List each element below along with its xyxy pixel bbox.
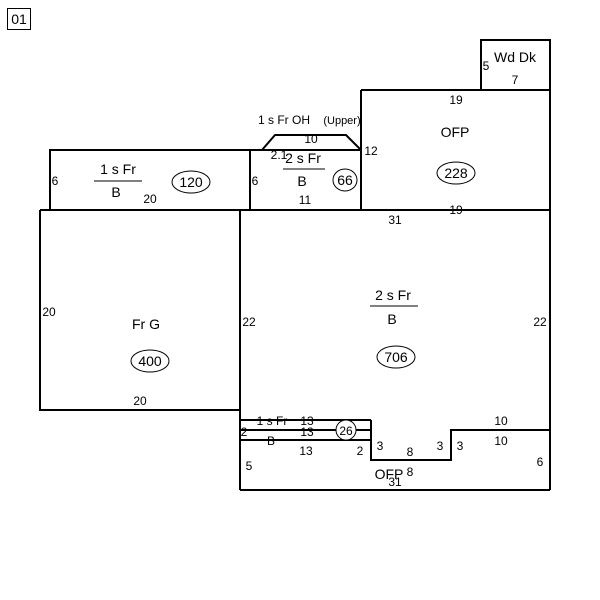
walls — [39, 39, 551, 491]
one-story-frame-bottom-dim: 20 — [143, 192, 157, 206]
ofp-lower-label: OFP — [375, 466, 404, 482]
ofp-upper-area: OFP 228 19 19 — [436, 93, 476, 217]
ofp-lower-upper-dim: 10 — [494, 414, 508, 428]
small-two-story-area-value: 66 — [337, 172, 353, 188]
small-two-story-bottom-dim: 11 — [299, 193, 312, 207]
ofp-lower-left-dim: 5 — [246, 459, 253, 473]
main-two-story-base: B — [387, 311, 396, 327]
ofp-upper-label: OFP — [441, 124, 470, 140]
wood-deck-bottom-dim: 7 — [512, 73, 519, 87]
one-story-frame-base: B — [111, 184, 120, 200]
ofp-lower-area-value: 8 — [407, 465, 414, 479]
ofp-lower-area: 31 OFP 8 5 6 3 8 3 3 10 10 — [246, 414, 544, 489]
small-two-story-frame-area: 2 s Fr B 66 6 11 12 — [252, 144, 378, 207]
bump-left-dim: 2 — [241, 425, 248, 439]
ofp-upper-area-oval — [436, 161, 476, 185]
ofp-lower-step-dim-b: 3 — [437, 439, 444, 453]
main-two-story-frame-area: 2 s Fr B 706 31 22 — [370, 213, 547, 369]
frame-garage-right-dim: 22 — [242, 315, 256, 329]
ofp-lower-width-dim: 8 — [407, 445, 414, 459]
frame-garage-area-value: 400 — [138, 353, 162, 369]
small-two-story-label: 2 s Fr — [285, 150, 321, 166]
garage-outline — [39, 210, 240, 411]
main-two-story-right-dim: 22 — [533, 315, 547, 329]
ofp-lower-bottom-dim: 31 — [388, 475, 402, 489]
bump-area-oval — [335, 419, 357, 441]
small-two-story-area-oval — [332, 168, 358, 192]
overhang-note: (Upper) — [323, 115, 360, 127]
ofp-lower-step-outline — [370, 420, 550, 461]
one-story-frame-label: 1 s Fr — [100, 161, 136, 177]
main-two-story-area-value: 706 — [384, 349, 408, 365]
frame-garage-area: Fr G 400 20 20 22 — [42, 305, 256, 408]
frame-garage-left-dim: 20 — [42, 305, 56, 319]
wood-deck-left-dim: 5 — [483, 59, 490, 73]
bump-right-dim: 2 — [357, 444, 364, 458]
small-two-story-base: B — [297, 173, 306, 189]
ofp-lower-step-dim-c: 3 — [457, 439, 464, 453]
one-story-bump-area: 1 s Fr B 26 13 13 13 2 2 — [241, 414, 364, 458]
bump-top-dim-a: 13 — [300, 414, 314, 428]
wood-deck-label: Wd Dk — [494, 49, 537, 65]
main-two-story-area-oval — [376, 345, 416, 369]
ofp-upper-bottom-dim: 19 — [449, 203, 463, 217]
main-two-story-label: 2 s Fr — [375, 287, 411, 303]
one-story-frame-outline — [49, 149, 251, 210]
ofp-upper-area-value: 228 — [444, 165, 468, 181]
frame-garage-label: Fr G — [132, 316, 160, 332]
wood-deck-outline — [480, 39, 551, 90]
ofp-lower-top-dim: 10 — [494, 434, 508, 448]
overhang-label: 1 s Fr OH — [258, 113, 310, 127]
small-two-story-right-dim: 12 — [364, 144, 378, 158]
bump-base-label: B — [267, 434, 275, 448]
overhang-side-dim: 2.1 — [271, 148, 288, 162]
main-two-story-top-dim: 31 — [388, 213, 402, 227]
one-story-frame-area-oval — [171, 170, 211, 194]
ofp-upper-top-dim: 19 — [449, 93, 463, 107]
frame-garage-area-oval — [130, 349, 170, 373]
one-story-frame-area-value: 120 — [179, 174, 203, 190]
small-two-story-left-dim: 6 — [252, 174, 259, 188]
frame-garage-bottom-dim: 20 — [133, 394, 147, 408]
overhang-outline — [261, 134, 362, 151]
ofp-lower-step-dim-a: 3 — [377, 439, 384, 453]
overhang-area: 1 s Fr OH (Upper) 10 2.1 — [258, 113, 361, 162]
overhang-top-dim: 10 — [304, 132, 318, 146]
ofp-lower-right-dim: 6 — [537, 455, 544, 469]
page-number-badge: 01 — [7, 8, 31, 30]
bump-top-dim-b: 13 — [300, 425, 314, 439]
bump-bottom-dim: 13 — [299, 444, 313, 458]
one-story-frame-left-dim: 6 — [52, 174, 59, 188]
one-story-frame-area: 1 s Fr B 120 6 20 — [52, 161, 211, 206]
wood-deck-area: Wd Dk 5 7 — [483, 49, 537, 87]
bump-area-value: 26 — [339, 424, 353, 438]
bump-story-label: 1 s Fr — [257, 414, 288, 428]
